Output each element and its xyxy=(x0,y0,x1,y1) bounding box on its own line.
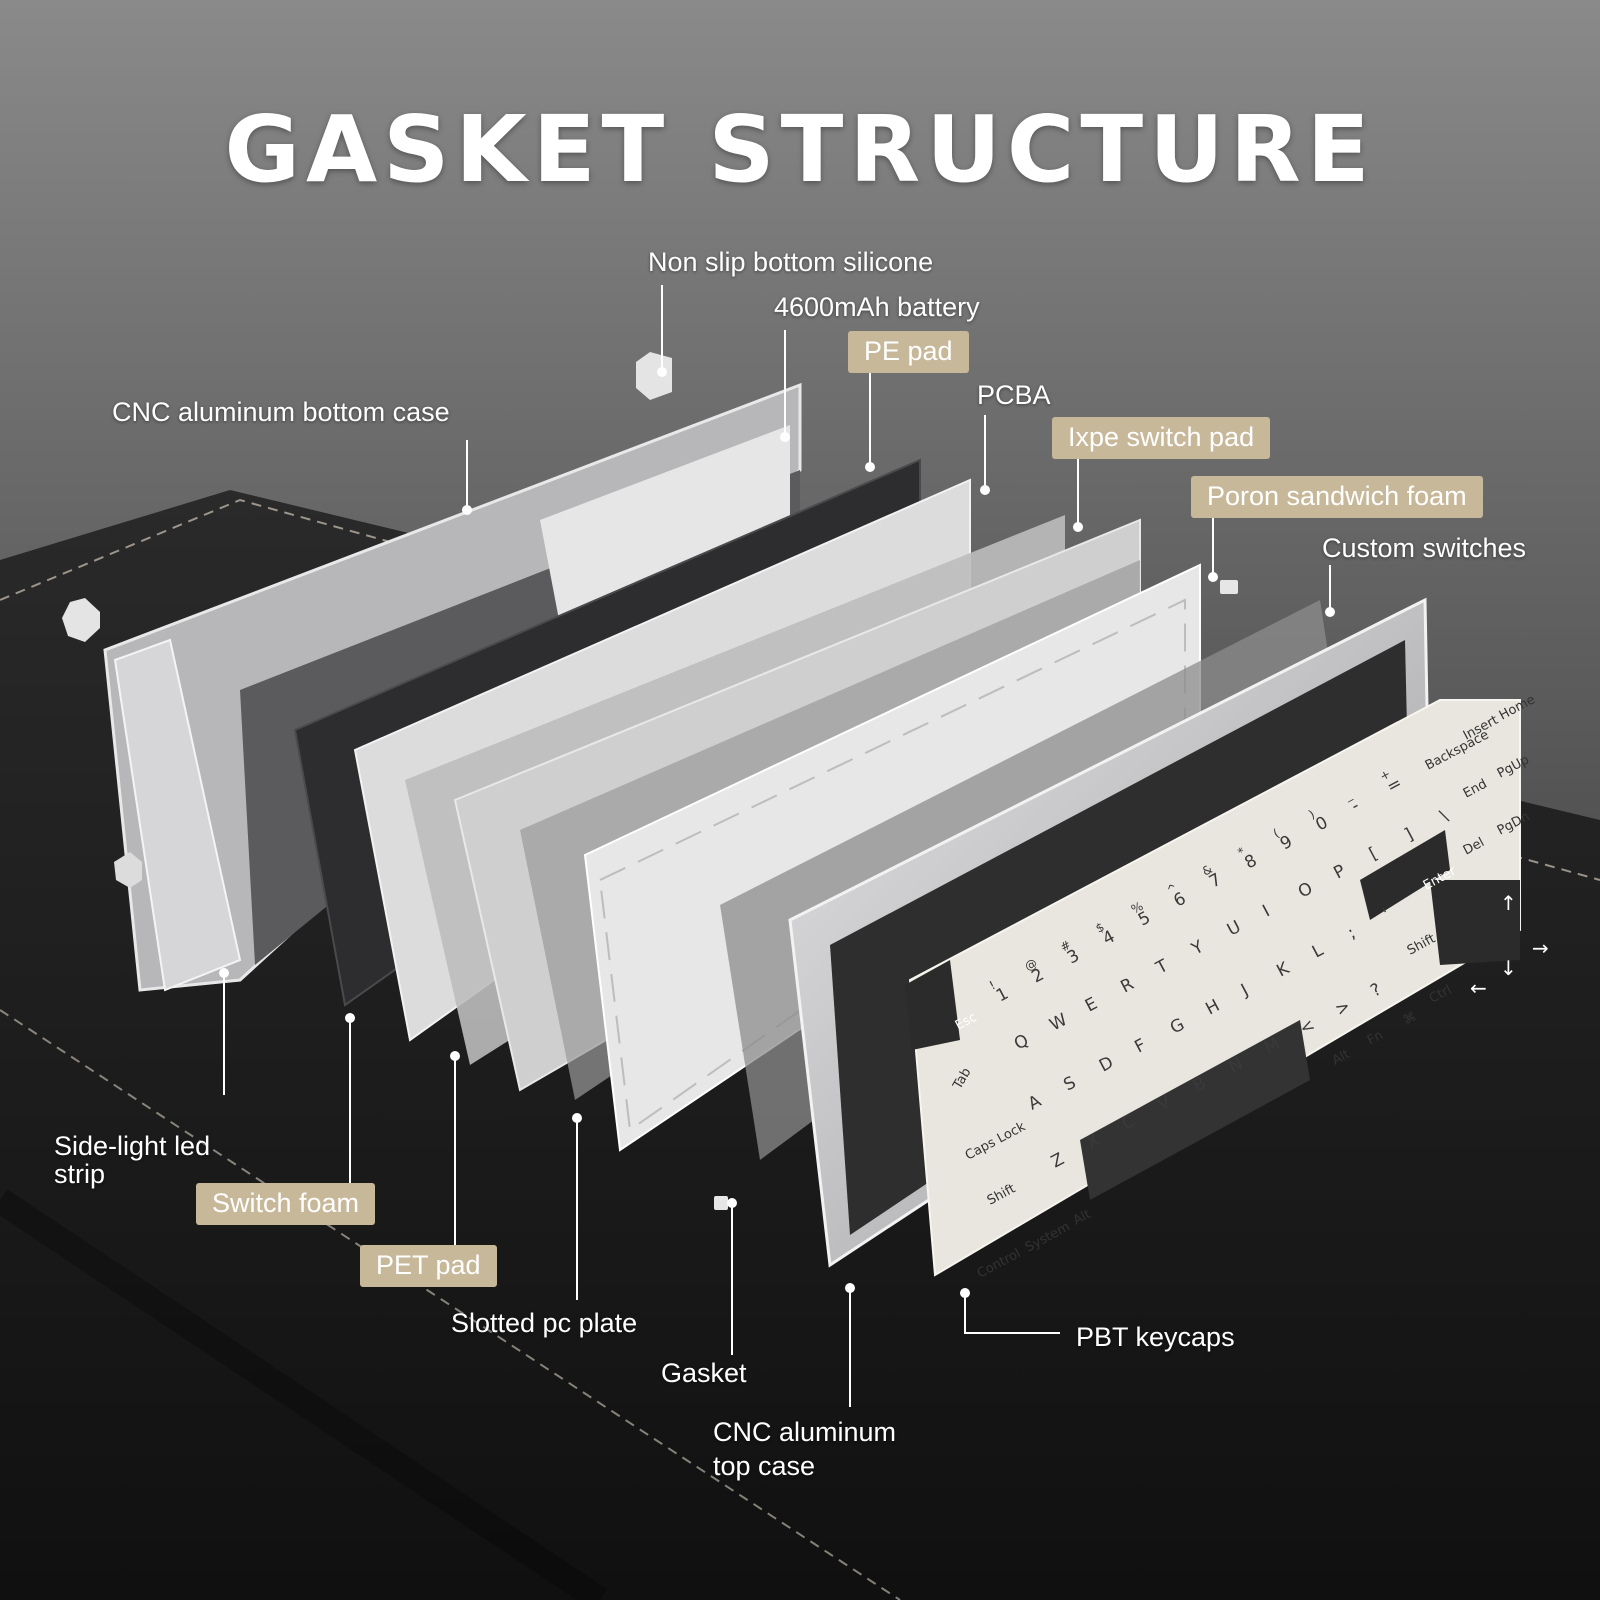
pbt-keycaps-layer xyxy=(905,699,1521,1277)
key-arrow-right-legend: → xyxy=(1532,936,1549,960)
key-legend-r0-9: ) xyxy=(1306,807,1317,822)
label-poron-sandwich-foam: Poron sandwich foam xyxy=(1191,476,1483,519)
label-cnc-aluminum-top-case: CNC aluminum top case xyxy=(713,1417,897,1481)
leader-lines xyxy=(219,285,1335,1407)
label-pbt-keycaps: PBT keycaps xyxy=(1076,1322,1235,1352)
key-alt-left-legend: Alt xyxy=(1071,1207,1094,1229)
label-switch-foam: Switch foam xyxy=(196,1183,376,1226)
key-cmd-legend: ⌘ xyxy=(1401,1009,1420,1028)
key-legend-r0-0: ! xyxy=(987,978,998,993)
key-legend-r0-1: @ xyxy=(1022,956,1039,974)
diagram-title: GASKET STRUCTURE xyxy=(224,96,1376,203)
key-fn-legend: Fn xyxy=(1365,1028,1386,1049)
key-arrow-left-legend: ← xyxy=(1470,976,1487,1000)
label-non-slip-bottom-silicone: Non slip bottom silicone xyxy=(648,247,934,277)
label-battery: 4600mAh battery xyxy=(774,292,980,322)
key-legend-r0-7: * xyxy=(1235,844,1247,859)
key-arrow-down-legend: ↓ xyxy=(1500,956,1517,980)
label-pcba: PCBA xyxy=(977,380,1051,410)
label-ixpe-switch-pad: Ixpe switch pad xyxy=(1052,417,1271,460)
gasket-part xyxy=(714,580,1238,1210)
label-cnc-aluminum-bottom-case: CNC aluminum bottom case xyxy=(112,397,450,427)
key-arrow-up-legend: ↑ xyxy=(1500,891,1517,915)
label-pe-pad: PE pad xyxy=(848,331,969,374)
label-pet-pad: PET pad xyxy=(360,1245,497,1288)
label-side-light-led-strip: Side-light led strip xyxy=(54,1131,211,1190)
label-custom-switches: Custom switches xyxy=(1322,533,1527,563)
label-slotted-pc-plate: Slotted pc plate xyxy=(451,1308,638,1338)
key-legend-r0-8: ( xyxy=(1271,826,1282,841)
key-alt-right-legend: Alt xyxy=(1330,1047,1353,1069)
label-gasket: Gasket xyxy=(661,1358,747,1388)
